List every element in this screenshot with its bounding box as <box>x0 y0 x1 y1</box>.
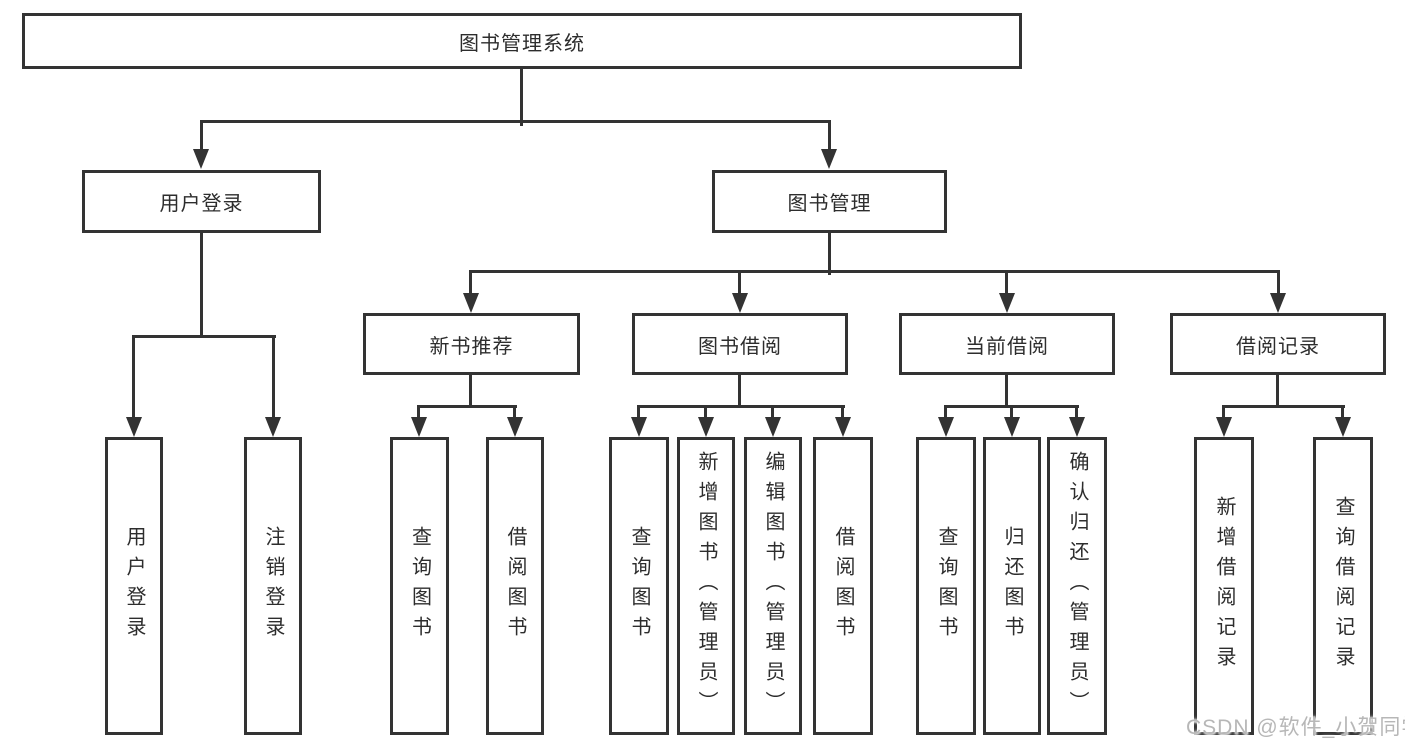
node-label: 查询图书 <box>935 526 957 646</box>
arrow-down-icon <box>126 417 142 437</box>
node-label: 新增图书（管理员） <box>695 451 717 721</box>
arrow-down-icon <box>265 417 281 437</box>
node-leaf-confirm-return-admin: 确认归还（管理员） <box>1047 437 1107 735</box>
node-label: 借阅图书 <box>504 526 526 646</box>
arrow-down-icon <box>1216 417 1232 437</box>
connector-line <box>637 405 845 408</box>
connector-line <box>1222 405 1225 419</box>
node-leaf-query-books-borrowing: 查询图书 <box>609 437 669 735</box>
connector-line <box>738 270 741 295</box>
connector-line <box>520 69 523 126</box>
connector-line <box>704 405 707 419</box>
node-leaf-borrow-books: 借阅图书 <box>813 437 873 735</box>
connector-line <box>1222 405 1345 408</box>
connector-line <box>828 233 831 275</box>
connector-line <box>272 335 275 419</box>
node-leaf-query-books-recommend: 查询图书 <box>390 437 449 735</box>
connector-line <box>200 120 203 152</box>
connector-line <box>637 405 640 419</box>
connector-line <box>828 120 831 152</box>
arrow-down-icon <box>463 293 479 313</box>
connector-line <box>132 335 135 419</box>
connector-line <box>1005 375 1008 408</box>
node-label: 查询图书 <box>408 526 431 646</box>
connector-line <box>1276 375 1279 408</box>
node-label: 当前借阅 <box>965 335 1049 358</box>
node-library-management-system: 图书管理系统 <box>22 13 1022 69</box>
node-label: 确认归还（管理员） <box>1066 451 1088 721</box>
connector-line <box>469 270 1280 273</box>
arrow-down-icon <box>1335 417 1351 437</box>
node-label: 查询借阅记录 <box>1332 496 1354 676</box>
node-leaf-add-borrow-record: 新增借阅记录 <box>1194 437 1254 735</box>
node-leaf-borrow-books-recommend: 借阅图书 <box>486 437 544 735</box>
connector-line <box>771 405 774 419</box>
node-leaf-add-books-admin: 新增图书（管理员） <box>677 437 735 735</box>
node-book-management: 图书管理 <box>712 170 947 233</box>
node-label: 借阅图书 <box>832 526 854 646</box>
connector-line <box>1010 405 1013 419</box>
connector-line <box>1341 405 1344 419</box>
connector-line <box>417 405 517 408</box>
node-label: 图书借阅 <box>698 335 782 358</box>
node-leaf-return-books: 归还图书 <box>983 437 1041 735</box>
node-book-borrowing: 图书借阅 <box>632 313 848 375</box>
connector-line <box>200 120 831 123</box>
node-borrowing-records: 借阅记录 <box>1170 313 1386 375</box>
arrow-down-icon <box>1069 417 1085 437</box>
connector-line <box>738 375 741 408</box>
arrow-down-icon <box>507 417 523 437</box>
arrow-down-icon <box>732 293 748 313</box>
arrow-down-icon <box>765 417 781 437</box>
arrow-down-icon <box>193 149 209 169</box>
arrow-down-icon <box>938 417 954 437</box>
arrow-down-icon <box>835 417 851 437</box>
arrow-down-icon <box>411 417 427 437</box>
node-leaf-logout: 注销登录 <box>244 437 302 735</box>
node-leaf-query-books-current: 查询图书 <box>916 437 976 735</box>
arrow-down-icon <box>1270 293 1286 313</box>
node-label: 查询图书 <box>628 526 650 646</box>
connector-line <box>132 335 276 338</box>
node-label: 归还图书 <box>1001 526 1023 646</box>
node-new-book-recommendation: 新书推荐 <box>363 313 580 375</box>
arrow-down-icon <box>1004 417 1020 437</box>
node-label: 图书管理 <box>787 193 872 215</box>
node-current-borrowing: 当前借阅 <box>899 313 1115 375</box>
node-label: 新书推荐 <box>429 335 514 358</box>
connector-line <box>417 405 420 419</box>
node-label: 新增借阅记录 <box>1213 496 1235 676</box>
arrow-down-icon <box>821 149 837 169</box>
node-label: 编辑图书（管理员） <box>762 451 784 721</box>
connector-line <box>469 375 472 408</box>
node-label: 借阅记录 <box>1236 335 1320 358</box>
connector-line <box>200 233 203 338</box>
arrow-down-icon <box>631 417 647 437</box>
connector-line <box>944 405 947 419</box>
connector-line <box>1277 270 1280 295</box>
node-user-login: 用户登录 <box>82 170 321 233</box>
node-label: 注销登录 <box>262 526 284 646</box>
connector-line <box>1075 405 1078 419</box>
node-label: 用户登录 <box>123 526 145 646</box>
node-label: 图书管理系统 <box>459 32 585 55</box>
connector-line <box>469 270 472 295</box>
arrow-down-icon <box>698 417 714 437</box>
arrow-down-icon <box>999 293 1015 313</box>
node-leaf-edit-books-admin: 编辑图书（管理员） <box>744 437 802 735</box>
node-leaf-user-login: 用户登录 <box>105 437 163 735</box>
watermark-text: CSDN @软件_小贺同学 <box>1186 716 1405 739</box>
connector-line <box>841 405 844 419</box>
node-leaf-query-borrow-record: 查询借阅记录 <box>1313 437 1373 735</box>
connector-line <box>513 405 516 419</box>
connector-line <box>1005 270 1008 295</box>
node-label: 用户登录 <box>159 193 244 215</box>
